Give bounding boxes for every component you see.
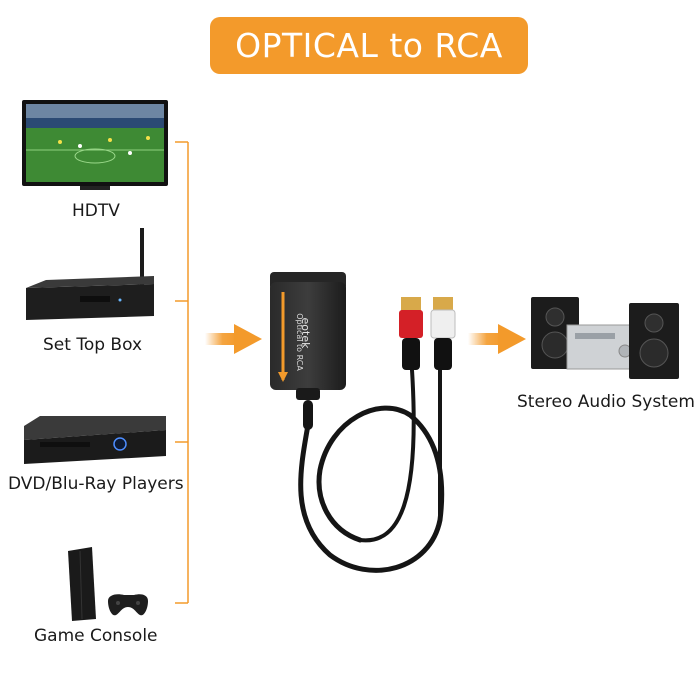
source-label-hdtv: HDTV — [72, 201, 120, 221]
stereo-system-icon — [531, 297, 679, 379]
source-label-set-top-box: Set Top Box — [43, 335, 143, 355]
hdtv-icon — [22, 100, 168, 190]
output-arrow — [468, 324, 526, 354]
source-bracket — [175, 141, 189, 604]
converter-box — [270, 272, 346, 400]
source-label-dvd: DVD/Blu-Ray Players — [8, 474, 184, 494]
dvd-player-icon — [24, 416, 166, 464]
title-text: OPTICAL to RCA — [235, 26, 503, 65]
set-top-box-icon — [26, 228, 154, 320]
source-label-game-console: Game Console — [34, 626, 158, 646]
output-label-stereo: Stereo Audio System — [517, 392, 695, 412]
rca-white-plug — [430, 297, 456, 370]
converter-model-text: Optical to RCA — [295, 313, 304, 371]
input-arrow — [205, 324, 262, 354]
title-badge: OPTICAL to RCA — [210, 17, 528, 74]
game-console-icon — [68, 547, 148, 621]
converter-cable — [298, 368, 445, 573]
rca-red-plug — [399, 297, 423, 370]
